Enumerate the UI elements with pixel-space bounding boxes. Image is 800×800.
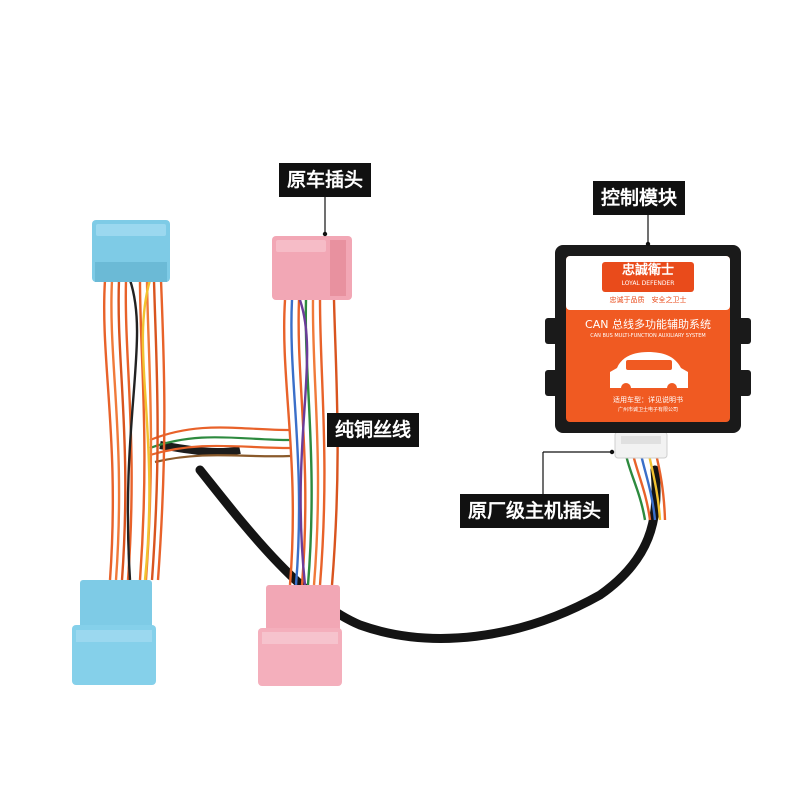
leader-dots bbox=[322, 231, 651, 455]
module-company: 广州市诚卫士电子有限公司 bbox=[617, 407, 678, 413]
blue-harness-wires bbox=[102, 279, 166, 581]
module-applicable: 适用车型：详见说明书 bbox=[613, 396, 683, 404]
callout-original-car-plug: 原车插头 bbox=[279, 163, 372, 197]
blue-connector-bottom bbox=[72, 580, 156, 685]
callout-pure-copper-wire: 纯铜丝线 bbox=[327, 413, 420, 447]
module-connector bbox=[614, 431, 668, 459]
module-slogan: 忠诚于品质 安全之卫士 bbox=[609, 296, 687, 304]
callout-oem-host-plug: 原厂级主机插头 bbox=[460, 494, 610, 528]
module-title-en: CAN BUS MULTI-FUNCTION AUXILIARY SYSTEM bbox=[590, 333, 706, 339]
module-brand-cn: 忠誠衛士 bbox=[621, 263, 674, 278]
black-cable bbox=[159, 441, 661, 643]
module-brand-en: LOYAL DEFENDER bbox=[621, 280, 675, 287]
blue-connector-top bbox=[92, 220, 170, 282]
cross-wires bbox=[149, 426, 291, 464]
callout-leaders bbox=[324, 197, 649, 494]
module-title-cn: CAN 总线多功能辅助系统 bbox=[585, 318, 711, 331]
control-module bbox=[545, 245, 751, 433]
pink-connector-bottom bbox=[258, 585, 342, 686]
callout-control-module: 控制模块 bbox=[593, 181, 686, 215]
pink-connector-top bbox=[272, 236, 352, 300]
